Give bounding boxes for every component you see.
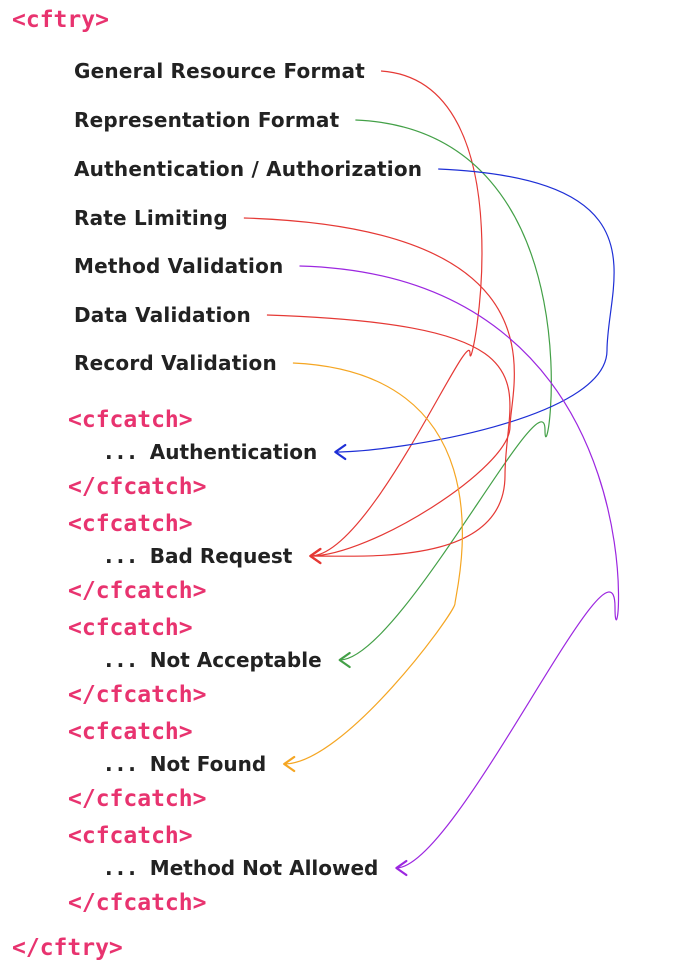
ellipsis: ... [105, 752, 140, 776]
arrowhead-icon [334, 443, 347, 461]
ellipsis: ... [105, 856, 140, 880]
cfcatch-open-tag: <cfcatch> [68, 719, 193, 745]
cfcatch-close-tag: </cfcatch> [68, 682, 207, 708]
step-general-resource-format: General Resource Format [74, 59, 366, 83]
catch-label-bad-request: Bad Request [149, 544, 293, 568]
connection-curve [284, 362, 463, 765]
cfcatch-close-tag: </cfcatch> [68, 786, 207, 812]
arrowhead-icon [309, 547, 322, 565]
step-authentication-authorization: Authentication / Authorization [74, 157, 423, 181]
cfcatch-close-tag: </cfcatch> [68, 578, 207, 604]
connection-curve [243, 217, 515, 557]
connection-curve [339, 119, 552, 661]
catch-line-method-not-allowed: ... Method Not Allowed [105, 855, 378, 881]
ellipsis: ... [105, 648, 140, 672]
arrowhead-icon [395, 859, 408, 877]
cftry-close-tag: </cftry> [12, 935, 123, 961]
cfcatch-close-tag: </cfcatch> [68, 890, 207, 916]
connection-curve [310, 70, 483, 557]
cfcatch-open-tag: <cfcatch> [68, 511, 193, 537]
cfcatch-close-tag: </cfcatch> [68, 474, 207, 500]
step-record-validation: Record Validation [74, 351, 277, 375]
step-representation-format: Representation Format [74, 108, 340, 132]
connection-curve [299, 265, 620, 869]
step-data-validation: Data Validation [74, 303, 251, 327]
arrowhead-icon [338, 651, 351, 669]
step-rate-limiting: Rate Limiting [74, 206, 228, 230]
catch-line-not-found: ... Not Found [105, 751, 266, 777]
arrowhead-icon [283, 755, 296, 773]
cftry-open-tag: <cftry> [12, 7, 109, 33]
catch-line-not-acceptable: ... Not Acceptable [105, 647, 322, 673]
catch-label-not-acceptable: Not Acceptable [149, 648, 322, 672]
ellipsis: ... [105, 544, 140, 568]
catch-label-authentication: Authentication [149, 440, 318, 464]
step-method-validation: Method Validation [74, 254, 284, 278]
ellipsis: ... [105, 440, 140, 464]
catch-line-authentication: ... Authentication [105, 439, 317, 465]
catch-label-method-not-allowed: Method Not Allowed [149, 856, 379, 880]
cfcatch-open-tag: <cfcatch> [68, 823, 193, 849]
cfcatch-open-tag: <cfcatch> [68, 407, 193, 433]
cfcatch-open-tag: <cfcatch> [68, 615, 193, 641]
connection-curve [266, 314, 511, 557]
catch-line-bad-request: ... Bad Request [105, 543, 292, 569]
connection-curve [335, 168, 615, 453]
catch-label-not-found: Not Found [149, 752, 267, 776]
